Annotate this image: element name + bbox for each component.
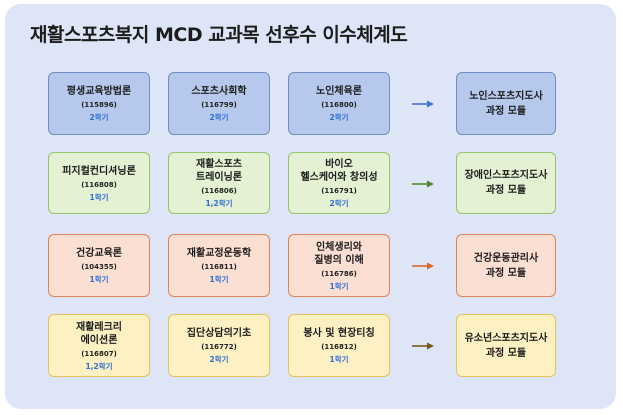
course-code: (116808)	[81, 180, 117, 189]
course-code: (116799)	[201, 101, 237, 109]
course-name: 건강교육론	[76, 248, 122, 259]
course-card-bio-healthcare-creativity: 바이오 헬스케어와 창의성 (116791) 2학기	[288, 152, 390, 214]
course-card-sports-sociology: 스포츠사회학 (116799) 2학기	[168, 72, 270, 135]
course-card-rehab-recreation: 재활레크리 에이션론 (116807) 1,2학기	[48, 314, 150, 377]
module-name: 노인스포츠지도사 과정 모듈	[469, 90, 543, 117]
course-code: (116791)	[321, 187, 357, 195]
module-card-senior-sports-instructor: 노인스포츠지도사 과정 모듈	[456, 72, 556, 135]
course-code: (116772)	[201, 343, 237, 351]
course-card-elderly-physical-education: 노인체육론 (116800) 2학기	[288, 72, 390, 135]
course-name: 피지컬컨디셔닝론	[62, 165, 136, 177]
module-name: 유소년스포츠지도사 과정 모듈	[464, 332, 548, 359]
course-semester: 1학기	[329, 355, 349, 364]
module-card-youth-sports-instructor: 유소년스포츠지도사 과정 모듈	[456, 314, 556, 377]
course-semester: 2학기	[329, 113, 349, 122]
course-name: 인체생리와 질병의 이해	[314, 241, 364, 266]
module-card-health-exercise-manager: 건강운동관리사 과정 모듈	[456, 234, 556, 297]
course-name: 집단상담의기초	[186, 328, 252, 339]
module-name: 건강운동관리사 과정 모듈	[473, 252, 539, 279]
course-code: (116800)	[321, 101, 357, 109]
module-card-disability-sports-instructor: 장애인스포츠지도사 과정 모듈	[456, 152, 556, 214]
course-card-volunteer-field-teaching: 봉사 및 현장티칭 (116812) 1학기	[288, 314, 390, 377]
course-semester: 1학기	[89, 275, 109, 284]
course-card-lifelong-education-methods: 평생교육방법론 (115896) 2학기	[48, 72, 150, 135]
arrow-right-icon	[412, 342, 434, 350]
course-code: (115896)	[81, 101, 117, 109]
course-card-group-counseling: 집단상담의기초 (116772) 2학기	[168, 314, 270, 377]
course-code: (104355)	[81, 263, 117, 271]
course-semester: 2학기	[209, 355, 229, 364]
course-semester: 1학기	[329, 281, 349, 291]
arrow-right-icon	[412, 262, 434, 270]
diagram-title: 재활스포츠복지 MCD 교과목 선후수 이수체계도	[30, 24, 408, 46]
course-card-physical-conditioning: 피지컬컨디셔닝론 (116808) 1학기	[48, 152, 150, 214]
course-semester: 2학기	[209, 113, 229, 122]
course-semester: 1학기	[89, 192, 109, 202]
arrow-right-icon	[412, 180, 434, 188]
course-semester: 1,2학기	[205, 199, 233, 208]
course-code: (116806)	[201, 187, 237, 195]
course-semester: 2학기	[89, 113, 109, 122]
course-code: (116786)	[321, 269, 357, 278]
arrow-right-icon	[412, 100, 434, 108]
course-name: 봉사 및 현장티칭	[303, 328, 375, 339]
course-semester: 2학기	[329, 199, 349, 208]
course-name: 평생교육방법론	[66, 86, 132, 97]
module-name: 장애인스포츠지도사 과정 모듈	[464, 170, 548, 196]
course-name: 바이오 헬스케어와 창의성	[300, 159, 378, 183]
course-card-health-education: 건강교육론 (104355) 1학기	[48, 234, 150, 297]
course-name: 재활교정운동학	[186, 248, 252, 259]
course-semester: 1,2학기	[85, 361, 113, 371]
course-name: 노인체육론	[316, 86, 362, 97]
course-semester: 1학기	[209, 275, 229, 284]
course-code: (116812)	[321, 343, 357, 351]
course-card-rehab-corrective-exercise: 재활교정운동학 (116811) 1학기	[168, 234, 270, 297]
course-name: 스포츠사회학	[191, 86, 247, 97]
course-code: (116807)	[81, 349, 117, 358]
course-name: 재활스포츠 트레이닝론	[196, 159, 242, 183]
course-card-physiology-disease: 인체생리와 질병의 이해 (116786) 1학기	[288, 234, 390, 297]
course-name: 재활레크리 에이션론	[76, 321, 122, 346]
course-card-rehab-sports-training: 재활스포츠 트레이닝론 (116806) 1,2학기	[168, 152, 270, 214]
course-code: (116811)	[201, 263, 237, 271]
